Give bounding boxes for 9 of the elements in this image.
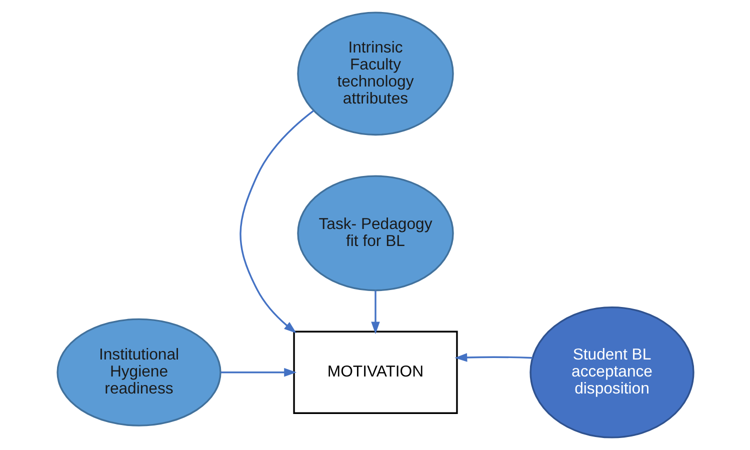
arrow xyxy=(220,368,296,377)
node-box: MOTIVATION xyxy=(292,330,458,414)
node-ellipse: Student BL acceptance disposition xyxy=(529,306,694,438)
node-ellipse: Task- Pedagogy fit for BL xyxy=(296,175,454,292)
arrow xyxy=(454,353,532,362)
node-ellipse: Institutional Hygiene readiness xyxy=(56,318,221,426)
arrow xyxy=(370,290,380,334)
arrow xyxy=(239,110,314,334)
node-ellipse: Intrinsic Faculty technology attributes xyxy=(296,12,454,136)
